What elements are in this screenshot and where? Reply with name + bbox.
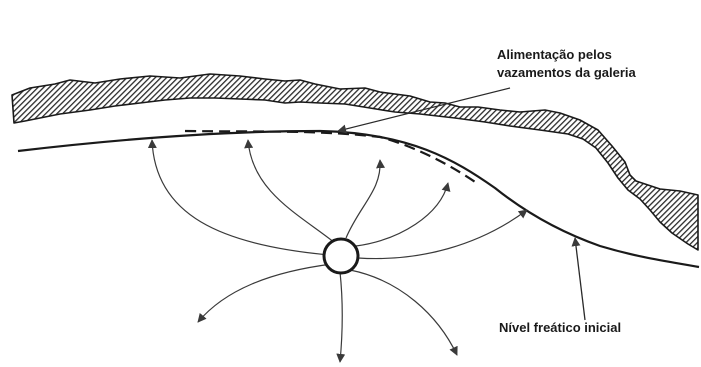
gallery-hatched-layer <box>12 74 698 250</box>
flow-line-upper-right <box>346 160 380 238</box>
well-circle <box>324 239 358 273</box>
recharged-water-table-dashed <box>185 131 478 184</box>
initial-water-table-line <box>18 131 699 267</box>
water-table-label-leader <box>575 238 585 320</box>
feed-annotation-label: Alimentação pelos vazamentos da galeria <box>497 46 636 82</box>
flow-line-lower-middle <box>340 272 342 362</box>
flow-line-lower-right <box>350 270 457 355</box>
water-table-annotation-label: Nível freático inicial <box>499 319 621 337</box>
flow-line-upper-left <box>248 140 335 243</box>
flow-line-mid-right <box>356 183 448 246</box>
feed-label-line-1: Alimentação pelos <box>497 46 636 64</box>
flow-line-upper-far-left <box>152 140 330 255</box>
feed-label-line-2: vazamentos da galeria <box>497 64 636 82</box>
flow-line-lower-left <box>198 264 332 322</box>
flow-line-far-right <box>358 210 527 259</box>
